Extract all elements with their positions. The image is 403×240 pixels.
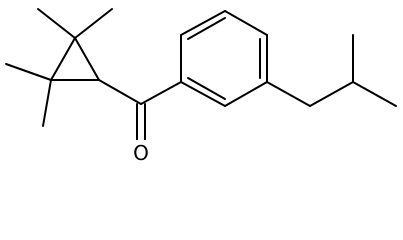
- molecule-structure-diagram: O: [5, 8, 397, 165]
- bond-aryl-ch2: [266, 81, 311, 107]
- bond-c3-methyl-down: [42, 79, 52, 127]
- bond-ring-to-carbonyl: [98, 79, 142, 105]
- bond-carbonyl-to-aryl: [140, 81, 182, 105]
- bond-ch-methyl-right: [352, 81, 397, 107]
- bond-c1-methyl-left: [37, 8, 76, 39]
- isobutyl-chain: [266, 34, 397, 107]
- ring-inner-bond-3: [187, 77, 226, 100]
- cyclopropane-ring: [50, 37, 100, 81]
- bond-c3-c1: [50, 37, 76, 81]
- ring-bond-f: [180, 81, 226, 107]
- ring-bond-c: [224, 10, 268, 36]
- ring-inner-bond-1: [187, 17, 226, 40]
- bond-c1-c2: [74, 37, 100, 81]
- oxygen-label-background: [130, 140, 152, 164]
- carbonyl-group: O: [98, 79, 182, 165]
- bond-c3-methyl-left: [5, 63, 52, 81]
- benzene-ring: [180, 10, 268, 107]
- ring-bond-b: [180, 10, 226, 36]
- bond-ch2-ch: [309, 81, 354, 107]
- ring-bond-e: [224, 81, 268, 107]
- oxygen-atom-label: O: [133, 141, 149, 165]
- methyl-groups: [5, 8, 113, 127]
- bond-c1-methyl-right: [74, 8, 113, 39]
